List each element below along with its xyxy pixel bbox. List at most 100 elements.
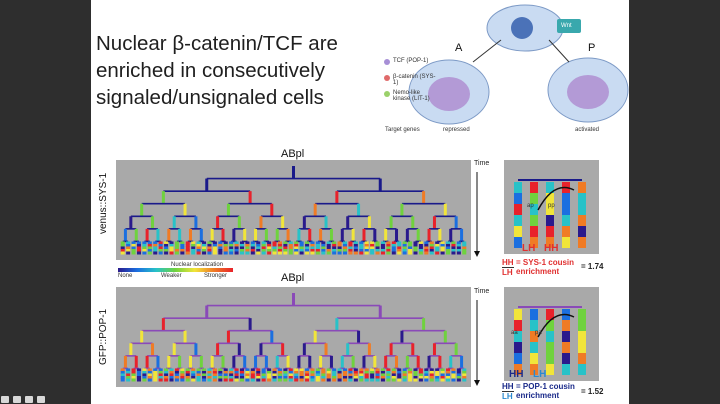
lineage-segment <box>223 251 228 255</box>
inset-segment <box>578 342 586 353</box>
lineage-segment <box>164 241 169 245</box>
lineage-segment <box>275 355 279 369</box>
inset-segment <box>562 320 570 331</box>
lineage-segment <box>402 368 407 372</box>
inset-bottom-hh: HH <box>509 369 524 380</box>
lineage-segment <box>212 375 217 379</box>
lineage-segment <box>254 228 258 242</box>
lineage-segment <box>370 251 375 255</box>
lineage-segment <box>380 373 385 377</box>
inset-segment <box>514 320 522 331</box>
lineage-segment <box>131 373 136 377</box>
prev-slide-icon[interactable] <box>1 396 9 403</box>
lineage-segment <box>191 368 196 372</box>
lineage-segment <box>429 246 434 250</box>
lineage-segment <box>142 375 147 379</box>
inset-segment <box>546 353 554 364</box>
lineage-segment <box>234 375 239 379</box>
lineage-segment <box>234 251 239 255</box>
lineage-segment <box>158 373 163 377</box>
lineage-segment <box>370 248 375 252</box>
lineage-segment <box>272 375 277 379</box>
lineage-segment <box>142 370 147 374</box>
lineage-segment <box>256 368 261 372</box>
lineage-segment <box>429 248 434 252</box>
lineage-segment <box>202 248 207 252</box>
lineage-segment <box>174 241 179 245</box>
lineage-segment <box>158 251 163 255</box>
formula-top-value: = 1.74 <box>581 262 604 271</box>
target-genes-label: Target genes <box>385 127 420 133</box>
pen-icon[interactable] <box>13 396 21 403</box>
lineage-segment <box>191 251 196 255</box>
lineage-segment <box>451 248 456 252</box>
lineage-segment <box>174 248 179 252</box>
lineage-segment <box>299 375 304 379</box>
lineage-segment <box>462 251 467 255</box>
lineage-segment <box>245 368 250 372</box>
lineage-segment <box>370 246 375 250</box>
lineage-segment <box>123 228 127 242</box>
lineage-segment <box>136 241 141 245</box>
lineage-segment <box>223 370 228 374</box>
formula-bottom-hh: HH <box>502 382 514 392</box>
lineage-segment <box>408 241 413 245</box>
lineage-segment <box>451 378 456 382</box>
inset-top-lh: LH <box>522 243 536 254</box>
lineage-segment <box>256 243 261 247</box>
lineage-segment <box>229 368 234 372</box>
lineage-segment <box>389 343 393 356</box>
lineage-segment <box>172 216 176 229</box>
lineage-segment <box>216 216 220 229</box>
lineage-segment <box>283 375 288 379</box>
lineage-segment <box>169 246 174 250</box>
lineage-segment <box>429 368 434 372</box>
lineage-segment <box>183 203 187 217</box>
next-slide-icon[interactable] <box>37 396 45 403</box>
lineage-segment <box>250 246 255 250</box>
lineage-segment <box>353 375 358 379</box>
lineage-segment <box>299 241 304 245</box>
lineage-segment <box>288 373 293 377</box>
lineage-segment <box>234 243 239 247</box>
lineage-segment <box>207 370 212 374</box>
lineage-segment <box>120 241 125 245</box>
lineage-segment <box>418 243 423 247</box>
lineage-segment <box>239 241 244 245</box>
lineage-segment <box>348 248 353 252</box>
lineage-segment <box>261 378 266 382</box>
lineage-segment <box>245 373 250 377</box>
lineage-segment <box>429 241 434 245</box>
lineage-segment <box>364 368 369 372</box>
lineage-segment <box>348 373 353 377</box>
lineage-segment <box>156 228 160 242</box>
lineage-segment <box>400 203 404 217</box>
lineage-segment <box>299 368 304 372</box>
lineage-segment <box>308 355 312 369</box>
lineage-segment <box>424 368 429 372</box>
lineage-segment <box>261 375 266 379</box>
lineage-segment <box>357 330 361 344</box>
lineage-segment <box>272 243 277 247</box>
lineage-segment <box>456 378 461 382</box>
lineage-segment <box>212 248 217 252</box>
lineage-segment <box>315 378 320 382</box>
lineage-segment <box>120 370 125 374</box>
menu-icon[interactable] <box>25 396 33 403</box>
lineage-segment <box>120 248 125 252</box>
lineage-segment <box>270 330 274 344</box>
inset-segment <box>514 193 522 204</box>
lineage-segment <box>286 228 290 242</box>
lineage-segment <box>321 248 326 252</box>
lineage-segment <box>142 243 147 247</box>
lineage-segment <box>443 203 447 217</box>
lineage-segment <box>169 241 174 245</box>
lineage-segment <box>315 241 320 245</box>
lineage-segment <box>180 370 185 374</box>
lineage-segment <box>315 370 320 374</box>
lineage-segment <box>229 251 234 255</box>
lineage-segment <box>294 246 299 250</box>
lineage-segment <box>305 246 310 250</box>
lineage-segment <box>194 216 198 229</box>
inset-segment <box>530 226 538 237</box>
